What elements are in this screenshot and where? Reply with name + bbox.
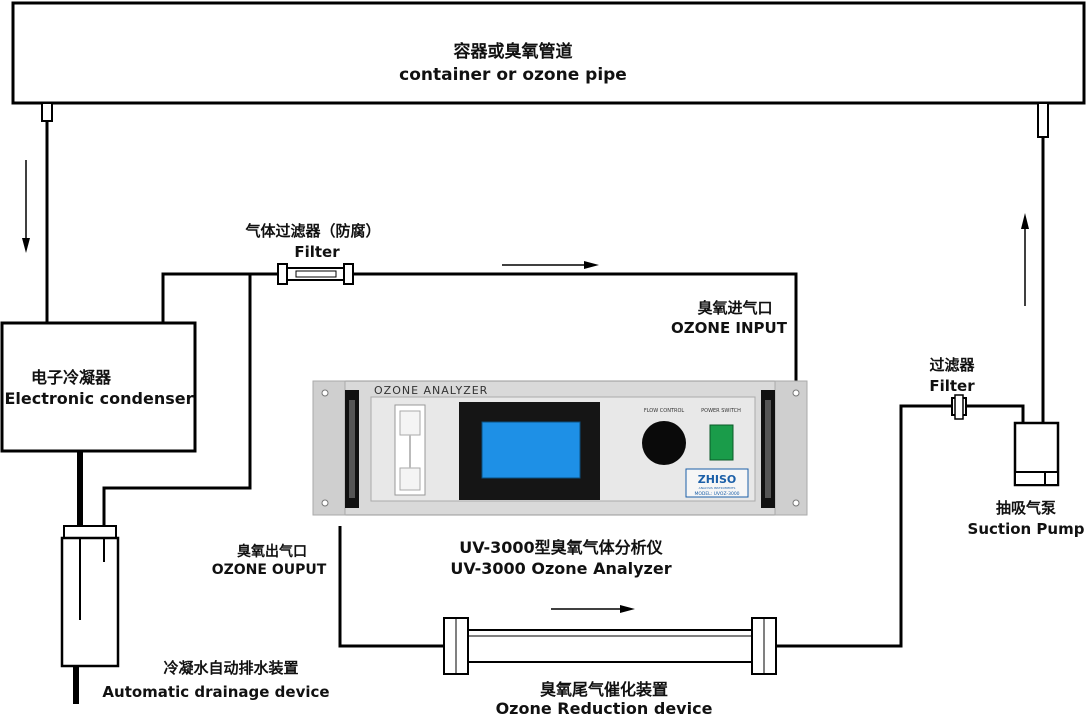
flow-control-knob <box>642 421 686 465</box>
pump-label-en: Suction Pump <box>968 520 1085 538</box>
arrow-up-icon <box>1021 213 1029 306</box>
analyzer-label-cn: UV-3000型臭氧气体分析仪 <box>459 538 663 557</box>
power-switch-label: POWER SWITCH <box>701 408 741 414</box>
condenser-box <box>0 321 197 453</box>
condenser-label-en: Electronic condenser <box>4 389 193 408</box>
brand-name: ZHISO <box>698 473 737 486</box>
model-label: MODEL: UVOZ-3000 <box>694 491 739 497</box>
container-port-left <box>41 102 53 122</box>
pipe-condenser-to-filter <box>161 272 278 323</box>
drainage-device <box>60 525 120 704</box>
ozone-input-label-cn: 臭氧进气口 <box>697 299 772 317</box>
drainage-label-en: Automatic drainage device <box>102 683 329 701</box>
pipe-analyzer-to-reduction <box>338 526 450 648</box>
arrow-down-icon <box>22 160 30 253</box>
condenser-label-cn: 电子冷凝器 <box>31 368 112 387</box>
ozone-output-label-cn: 臭氧出气口 <box>237 543 307 560</box>
arrow-right-icon <box>551 605 635 613</box>
analyzer-label-en: UV-3000 Ozone Analyzer <box>450 559 671 578</box>
pump-label-cn: 抽吸气泵 <box>996 499 1056 517</box>
filter-right-label-en: Filter <box>929 377 975 395</box>
pipe-filter-to-pump <box>966 404 1025 423</box>
pipe-filter-to-drainage <box>102 274 252 528</box>
brand-sub: ANALYSIS INSTRUMENTS <box>699 486 736 490</box>
ozone-output-label-en: OZONE OUPUT <box>212 562 327 578</box>
reduction-label-en: Ozone Reduction device <box>496 699 713 717</box>
flow-control-label: FLOW CONTROL <box>644 408 685 414</box>
reduction-device <box>443 617 777 675</box>
filter-right-icon <box>951 394 967 420</box>
drainage-label-cn: 冷凝水自动排水装置 <box>163 659 298 677</box>
brand-logo <box>685 468 749 498</box>
power-switch-button <box>709 424 734 461</box>
filter-left-icon <box>277 263 354 285</box>
reduction-label-cn: 臭氧尾气催化装置 <box>540 680 668 699</box>
ozone-input-label-en: OZONE INPUT <box>671 319 788 337</box>
container-label-en: container or ozone pipe <box>399 65 627 85</box>
container-label-cn: 容器或臭氧管道 <box>454 41 573 62</box>
suction-pump-icon <box>1013 421 1060 487</box>
pipe-reduction-to-filter <box>776 404 952 648</box>
display-screen <box>481 421 581 479</box>
analyzer-panel-title: OZONE ANALYZER <box>374 384 488 397</box>
filter-left-label-cn: 气体过滤器（防腐） <box>244 222 380 240</box>
arrow-right-icon <box>502 261 599 269</box>
ozone-analyzer <box>312 380 808 516</box>
container-port-right <box>1037 102 1049 138</box>
container-box <box>11 1 1086 105</box>
filter-right-label-cn: 过滤器 <box>929 356 975 374</box>
filter-left-label-en: Filter <box>294 243 340 261</box>
pipe-filter-to-analyzer <box>353 272 798 381</box>
